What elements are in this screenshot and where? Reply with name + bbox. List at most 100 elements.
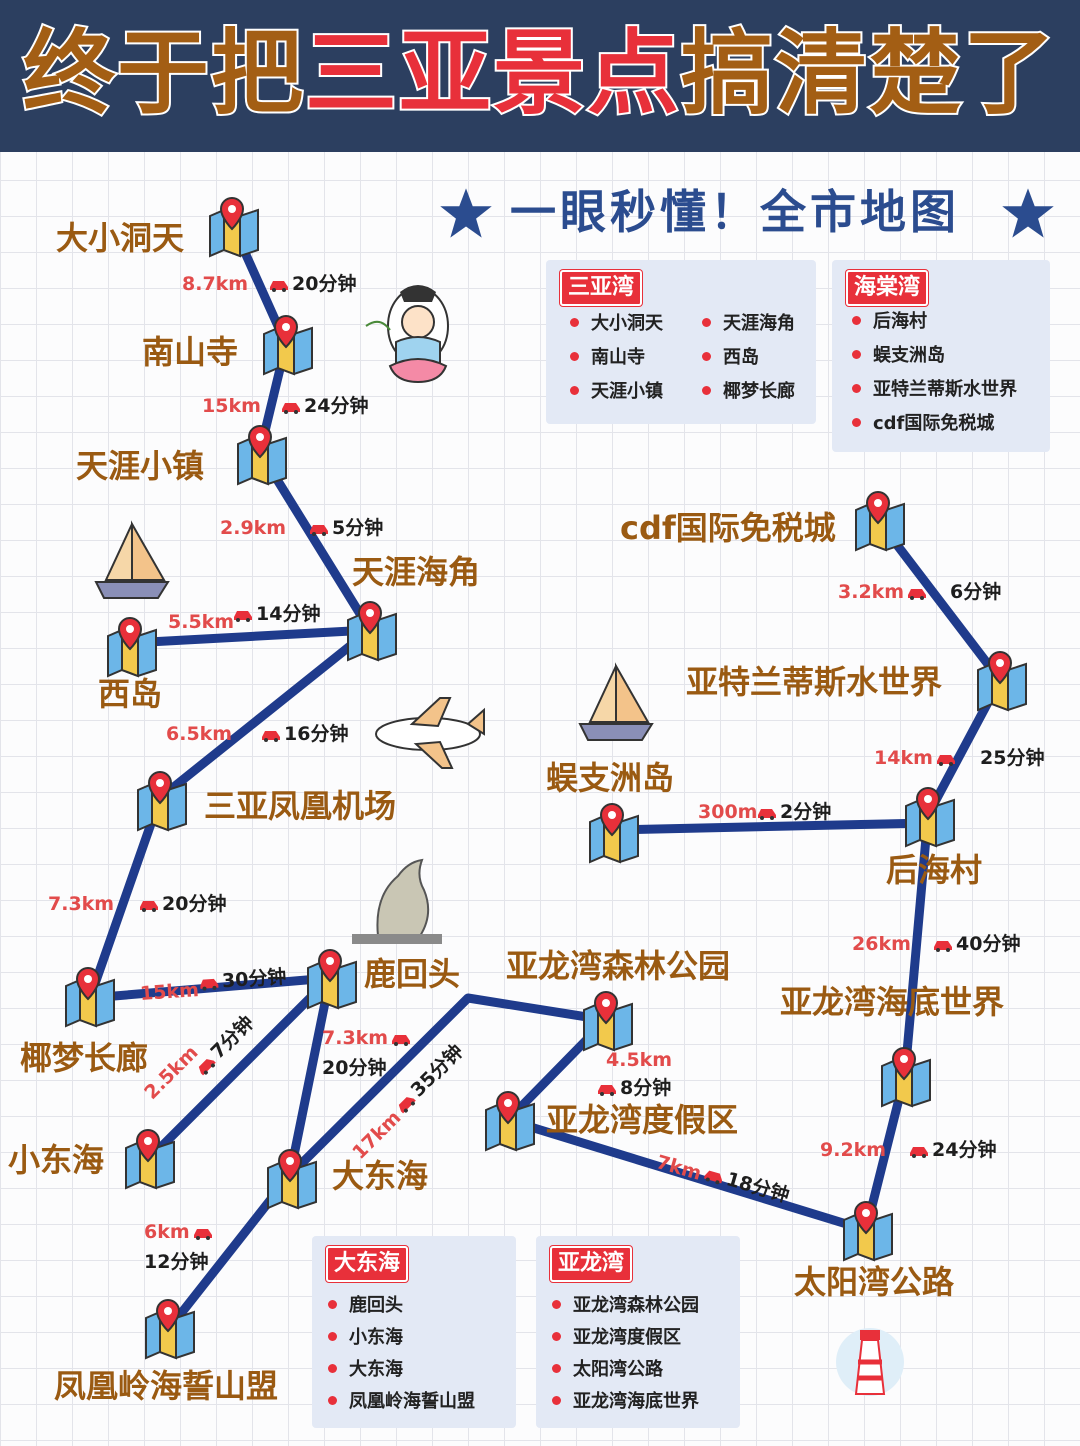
- car-icon: [910, 1146, 928, 1158]
- sailboat-icon: [94, 520, 170, 599]
- route-time-text: 8分钟: [620, 1077, 672, 1099]
- legend-item: 亚龙湾森林公园: [552, 1294, 699, 1318]
- map-pin-icon: [65, 966, 115, 1028]
- route-time: 30分钟: [195, 965, 287, 995]
- legend-item: 后海村: [852, 310, 927, 334]
- header-bar: [0, 0, 1080, 152]
- route-time: 8分钟: [594, 1076, 671, 1100]
- place-label-tianyaxiaozhen: 天涯小镇: [76, 447, 205, 485]
- place-label-daxiaodongtian: 大小洞天: [56, 219, 185, 257]
- place-label-xiaodonghai: 小东海: [8, 1141, 105, 1179]
- title-part-1: 终于把: [21, 18, 305, 129]
- map-pin-icon: [583, 990, 633, 1052]
- route-distance-text: 6km: [144, 1221, 190, 1243]
- map-pin-icon: [137, 770, 187, 832]
- car-icon: [398, 1096, 416, 1114]
- place-label-cdf: cdf国际免税城: [620, 509, 836, 547]
- legend-item: 亚特兰蒂斯水世界: [852, 378, 1017, 402]
- legend-dadonghai: 大东海 鹿回头 小东海 大东海 凤凰岭海誓山盟: [312, 1236, 516, 1428]
- route-time-text: 2分钟: [780, 801, 832, 823]
- route-time: 2分钟: [754, 800, 831, 824]
- car-icon: [262, 730, 280, 742]
- place-label-tianyahaijiao: 天涯海角: [352, 553, 481, 591]
- map-pin-icon: [145, 1298, 195, 1360]
- car-icon: [598, 1084, 616, 1096]
- route-time: 25分钟: [980, 747, 1045, 769]
- route-distance: 2.9km: [220, 517, 287, 539]
- subtitle: 一眼秒懂！全市地图: [430, 180, 1060, 244]
- map-pin-icon: [977, 650, 1027, 712]
- car-icon: [234, 610, 252, 622]
- car-icon: [934, 940, 952, 952]
- route-time-text: 24分钟: [304, 395, 369, 417]
- map-pin-icon: [209, 196, 259, 258]
- route-distance: 15km: [139, 978, 200, 1006]
- legend-item: cdf国际免税城: [852, 412, 994, 436]
- route-distance: 300m: [698, 801, 758, 823]
- legend-haitangwan: 海棠湾 后海村 蜈支洲岛 亚特兰蒂斯水世界 cdf国际免税城: [832, 260, 1050, 452]
- route-time: 20分钟: [266, 272, 356, 296]
- car-icon: [282, 402, 300, 414]
- route-line: [85, 973, 335, 1003]
- route-time: 20分钟: [322, 1057, 387, 1079]
- route-distance: 5.5km: [168, 611, 235, 633]
- route-time-text: 40分钟: [956, 933, 1021, 955]
- guanyin-icon: [365, 285, 449, 384]
- route-time-text: 24分钟: [932, 1139, 997, 1161]
- route-distance: 4.5km: [606, 1049, 673, 1071]
- car-icon: [908, 588, 927, 600]
- legend-sanyawan: 三亚湾 大小洞天 南山寺 天涯小镇 天涯海角 西岛 椰梦长廊: [546, 260, 816, 424]
- map-pin-icon: [881, 1046, 931, 1108]
- legend-item: 大东海: [328, 1358, 403, 1382]
- place-label-houhaicun: 后海村: [886, 851, 983, 889]
- legend-item: 凤凰岭海誓山盟: [328, 1390, 475, 1414]
- legend-item: 亚龙湾度假区: [552, 1326, 681, 1350]
- place-label-yemengchanglang: 椰梦长廊: [20, 1039, 149, 1077]
- map-pin-icon: [347, 600, 397, 662]
- map-pin-icon: [263, 314, 313, 376]
- route-distance-text: 3.2km: [838, 581, 905, 603]
- car-icon: [193, 1228, 212, 1240]
- route-time: 6分钟: [950, 581, 1002, 603]
- legend-title: 海棠湾: [846, 270, 929, 306]
- route-time: 40分钟: [930, 932, 1020, 956]
- legend-title: 三亚湾: [560, 270, 643, 306]
- map-pin-icon: [267, 1148, 317, 1210]
- subtitle-text: 一眼秒懂！全市地图: [510, 185, 960, 239]
- route-time: 16分钟: [258, 722, 348, 746]
- car-icon: [198, 1058, 216, 1076]
- legend-yalongwan: 亚龙湾 亚龙湾森林公园 亚龙湾度假区 太阳湾公路 亚龙湾海底世界: [536, 1236, 740, 1428]
- place-label-atlantis: 亚特兰蒂斯水世界: [686, 663, 943, 701]
- car-icon: [270, 280, 288, 292]
- luhuitou-statue-icon: [352, 858, 442, 944]
- map-pin-icon: [307, 948, 357, 1010]
- car-icon: [200, 978, 219, 991]
- route-time: 24分钟: [906, 1138, 996, 1162]
- route-time: 12分钟: [144, 1251, 209, 1273]
- legend-item: 椰梦长廊: [702, 380, 795, 404]
- route-time-text: 14分钟: [256, 603, 321, 625]
- legend-item: 小东海: [328, 1326, 403, 1350]
- place-label-yalongresort: 亚龙湾度假区: [546, 1101, 739, 1139]
- place-label-wuzhizhou: 蜈支洲岛: [546, 759, 675, 797]
- sailboat-icon: [578, 662, 654, 741]
- route-distance: 7.3km: [322, 1026, 414, 1050]
- car-icon: [310, 524, 328, 536]
- route-time-text: 20分钟: [162, 893, 227, 915]
- map-pin-icon: [855, 490, 905, 552]
- legend-title: 亚龙湾: [550, 1246, 633, 1282]
- legend-item: 蜈支洲岛: [852, 344, 945, 368]
- route-distance: 3.2km: [838, 580, 930, 604]
- legend-item: 南山寺: [570, 346, 645, 370]
- route-distance: 6.5km: [166, 723, 233, 745]
- map-pin-icon: [485, 1090, 535, 1152]
- route-line: [125, 625, 375, 648]
- car-icon: [704, 1170, 723, 1184]
- route-time: 35分钟: [388, 1040, 469, 1121]
- route-time: 20分钟: [136, 892, 226, 916]
- route-time-text: 30分钟: [221, 965, 288, 993]
- route-distance: 8.7km: [182, 273, 249, 295]
- route-time-text: 5分钟: [332, 517, 384, 539]
- lighthouse-icon: [836, 1328, 904, 1396]
